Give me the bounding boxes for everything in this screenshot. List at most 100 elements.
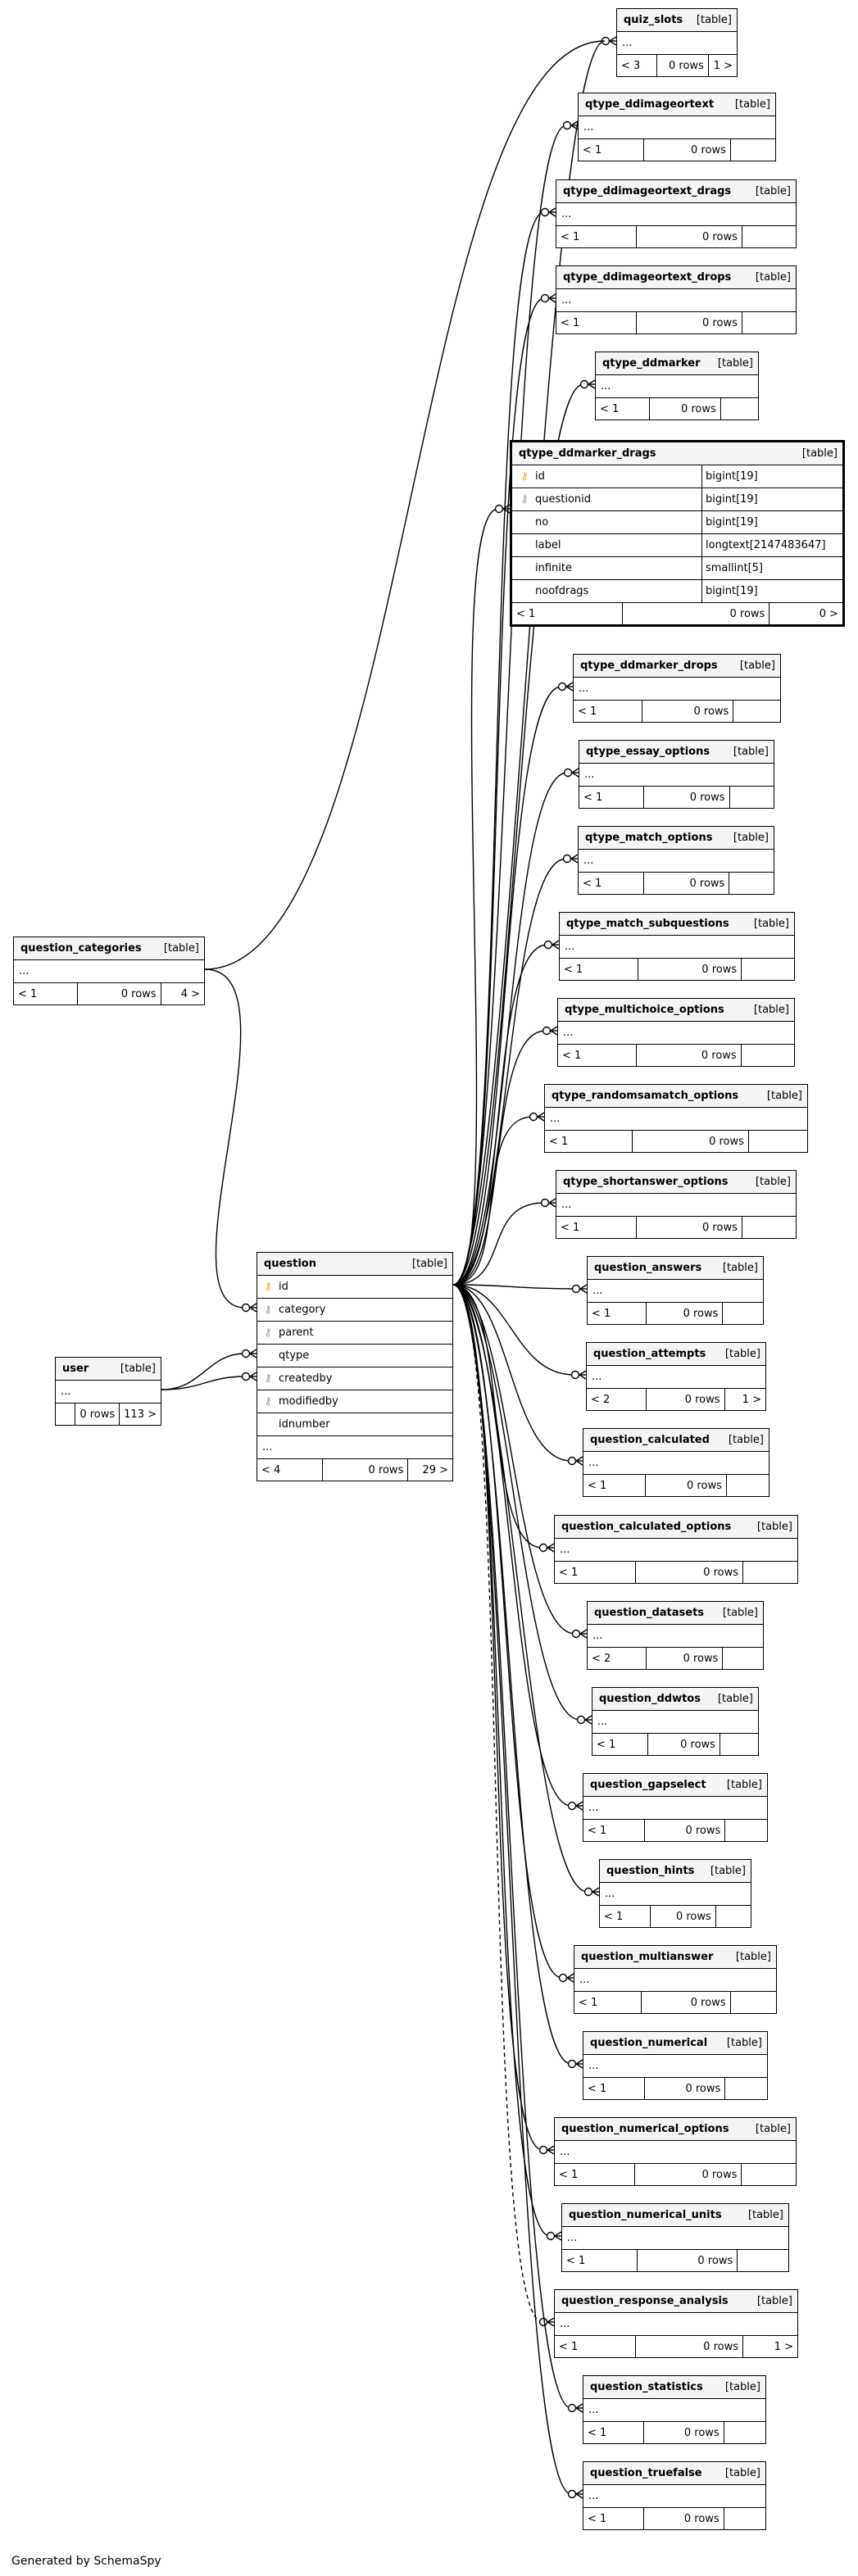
children-count[interactable]: [742, 959, 794, 980]
children-count[interactable]: [742, 226, 796, 247]
table-name[interactable]: question_statistics: [590, 2381, 703, 2393]
table-name[interactable]: question: [264, 1258, 316, 1270]
table-name[interactable]: question_calculated: [590, 1434, 710, 1446]
table-header[interactable]: question[table]: [257, 1253, 452, 1276]
table-name[interactable]: qtype_ddimageortext_drops: [563, 271, 732, 283]
more-columns-ellipsis[interactable]: ...: [583, 2055, 767, 2078]
children-count[interactable]: 0 >: [819, 607, 839, 620]
more-columns-ellipsis[interactable]: ...: [558, 1022, 794, 1045]
column-row[interactable]: ⚷qtype: [257, 1345, 452, 1367]
parents-count[interactable]: < 4: [257, 1459, 323, 1481]
table-name[interactable]: question_numerical_options: [561, 2123, 729, 2135]
column-row[interactable]: ⚷category: [257, 1299, 452, 1322]
table-header[interactable]: qtype_randomsamatch_options[table]: [545, 1085, 807, 1108]
more-columns-ellipsis[interactable]: ...: [583, 1797, 767, 1820]
table-name[interactable]: question_calculated_options: [561, 1521, 732, 1533]
table-header[interactable]: qtype_ddmarker_drops[table]: [574, 655, 780, 678]
more-columns-ellipsis[interactable]: ...: [579, 850, 774, 873]
table-name[interactable]: question_gapselect: [590, 1779, 706, 1791]
table-name[interactable]: question_answers: [594, 1262, 702, 1274]
parents-count[interactable]: < 1: [600, 1906, 651, 1927]
more-columns-ellipsis[interactable]: ...: [562, 2227, 788, 2250]
table-header[interactable]: qtype_essay_options[table]: [579, 741, 774, 764]
parents-count[interactable]: < 1: [583, 1475, 646, 1496]
parents-count[interactable]: < 1: [555, 2164, 636, 2185]
children-count[interactable]: [733, 701, 780, 722]
table-header[interactable]: question_numerical_options[table]: [555, 2118, 796, 2141]
children-count[interactable]: [738, 2250, 788, 2271]
parents-count[interactable]: < 3: [617, 55, 657, 76]
table-header[interactable]: qtype_ddmarker_drags[table]: [512, 442, 842, 465]
table-header[interactable]: question_multianswer[table]: [574, 1946, 776, 1969]
children-count[interactable]: [742, 2164, 796, 2185]
children-count[interactable]: [730, 787, 774, 808]
more-columns-ellipsis[interactable]: ...: [56, 1381, 161, 1404]
table-question[interactable]: question[table]⚷id⚷category⚷parent⚷qtype…: [256, 1252, 453, 1481]
table-header[interactable]: question_response_analysis[table]: [555, 2290, 797, 2313]
table-name[interactable]: question_hints: [606, 1865, 695, 1877]
children-count[interactable]: [727, 1475, 769, 1496]
parents-count[interactable]: < 1: [579, 787, 645, 808]
parents-count[interactable]: < 1: [579, 139, 645, 161]
parents-count[interactable]: < 1: [583, 2078, 645, 2099]
children-count[interactable]: [743, 1562, 797, 1583]
table-question-calculated-options[interactable]: question_calculated_options[table]...< 1…: [554, 1515, 798, 1584]
parents-count[interactable]: < 1: [556, 1217, 637, 1238]
more-columns-ellipsis[interactable]: ...: [600, 1883, 751, 1906]
more-columns-ellipsis[interactable]: ...: [574, 1969, 776, 1992]
table-name[interactable]: question_numerical: [590, 2037, 708, 2049]
more-columns-ellipsis[interactable]: ...: [579, 116, 775, 139]
more-columns-ellipsis[interactable]: ...: [14, 960, 204, 983]
parents-count[interactable]: < 1: [512, 603, 623, 624]
table-name[interactable]: question_truefalse: [590, 2467, 702, 2479]
parents-count[interactable]: < 1: [560, 959, 638, 980]
table-name[interactable]: question_categories: [20, 942, 142, 955]
table-name[interactable]: qtype_multichoice_options: [565, 1004, 724, 1016]
more-columns-ellipsis[interactable]: ...: [555, 2141, 796, 2164]
more-columns-ellipsis[interactable]: ...: [592, 1711, 758, 1734]
more-columns-ellipsis[interactable]: ...: [560, 936, 794, 959]
column-row[interactable]: ⚷modifiedby: [257, 1390, 452, 1413]
table-header[interactable]: question_truefalse[table]: [583, 2462, 765, 2485]
children-count[interactable]: 4 >: [180, 987, 200, 1000]
children-count[interactable]: [725, 1820, 767, 1841]
parents-count[interactable]: < 1: [583, 2422, 645, 2443]
table-name[interactable]: question_response_analysis: [561, 2295, 729, 2307]
more-columns-ellipsis[interactable]: ...: [545, 1108, 807, 1131]
table-name[interactable]: qtype_ddmarker_drags: [519, 447, 656, 460]
table-qtype-randomsamatch-options[interactable]: qtype_randomsamatch_options[table]...< 1…: [544, 1084, 808, 1153]
children-count[interactable]: [749, 1131, 807, 1152]
parents-count[interactable]: < 1: [562, 2250, 638, 2271]
table-name[interactable]: qtype_shortanswer_options: [563, 1176, 729, 1188]
children-count[interactable]: [742, 1217, 796, 1238]
column-row[interactable]: ⚷id: [257, 1276, 452, 1299]
parents-count[interactable]: < 1: [583, 1820, 645, 1841]
table-name[interactable]: question_attempts: [593, 1348, 706, 1360]
table-header[interactable]: question_answers[table]: [588, 1257, 763, 1280]
table-header[interactable]: qtype_multichoice_options[table]: [558, 999, 794, 1022]
column-row[interactable]: ⚷idnumber: [257, 1413, 452, 1436]
children-count[interactable]: [729, 873, 774, 894]
more-columns-ellipsis[interactable]: ...: [617, 32, 737, 55]
more-columns-ellipsis[interactable]: ...: [555, 1539, 797, 1562]
parents-count[interactable]: < 1: [555, 1562, 636, 1583]
